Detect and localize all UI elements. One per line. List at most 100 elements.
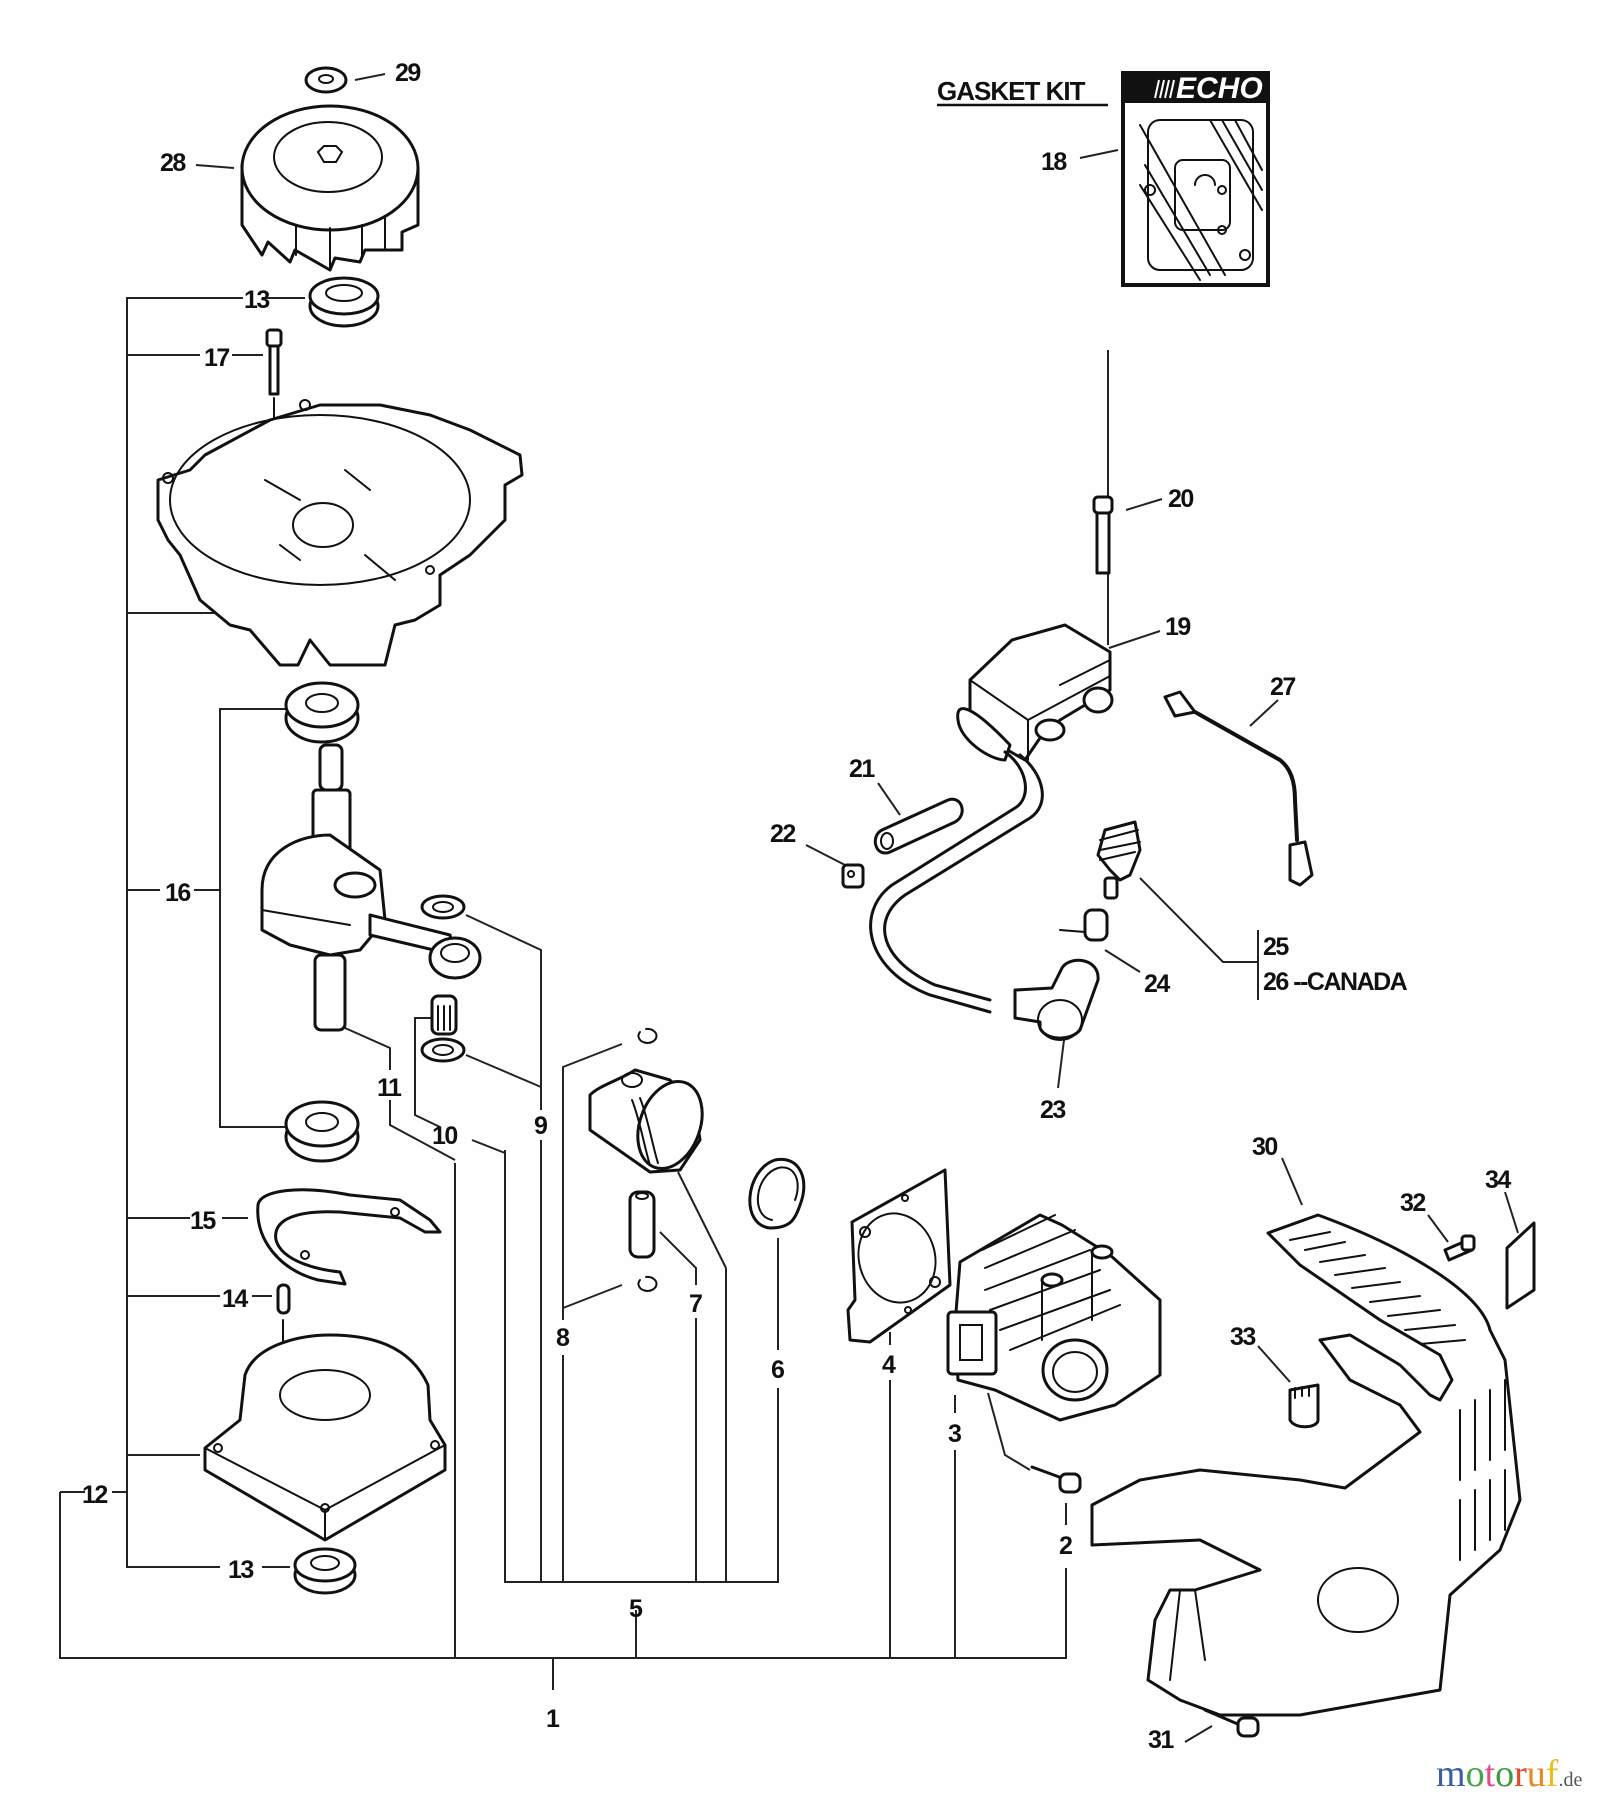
label-7[interactable]: 7 (689, 1290, 704, 1318)
leader-9-bottom (465, 1054, 542, 1088)
label-24[interactable]: 24 (1144, 970, 1172, 998)
label-28[interactable]: 28 (160, 149, 188, 177)
leader-11-bottom (389, 1100, 456, 1161)
crankshaft-11-icon (260, 743, 482, 1032)
leader-22 (805, 844, 846, 866)
watermark-letter: f (1545, 1753, 1559, 1795)
leader-29 (354, 73, 386, 81)
oil-seal-13-top-icon (308, 276, 380, 328)
label-27[interactable]: 27 (1270, 673, 1297, 701)
gasket-15-icon (256, 1188, 442, 1286)
label-2[interactable]: 2 (1059, 1532, 1074, 1560)
label-6[interactable]: 6 (771, 1356, 786, 1384)
watermark-letter: m (1436, 1753, 1466, 1795)
label-12[interactable]: 12 (82, 1481, 109, 1509)
label-23[interactable]: 23 (1040, 1096, 1067, 1124)
label-20[interactable]: 20 (1168, 485, 1195, 513)
gasket-kit-title: GASKET KIT (937, 76, 1086, 106)
bolt-2-icon (1030, 1465, 1082, 1494)
label-34-icon (1505, 1221, 1536, 1310)
label-5[interactable]: 5 (629, 1595, 645, 1623)
plug-cap-23-icon (1013, 958, 1100, 1041)
piston-icon (588, 1068, 704, 1174)
label-15[interactable]: 15 (190, 1207, 218, 1235)
watermark-tld: .de (1558, 1769, 1583, 1791)
tube-21-icon (873, 797, 964, 855)
label-25[interactable]: 25 (1263, 933, 1291, 961)
label-32[interactable]: 32 (1400, 1189, 1427, 1217)
bolt-20-icon (1092, 495, 1114, 575)
label-13-top[interactable]: 13 (244, 286, 271, 314)
motoruf-watermark: motoruf.de (1436, 1752, 1582, 1796)
leader-8-top (562, 1043, 623, 1320)
grommet-33-icon (1288, 1383, 1320, 1429)
label-31[interactable]: 31 (1148, 1726, 1176, 1754)
label-18: 18 (1041, 148, 1067, 176)
label-34[interactable]: 34 (1485, 1166, 1513, 1194)
echo-brand: ECHO (1176, 72, 1263, 105)
leader-20 (1125, 498, 1163, 511)
washer-9-top-icon (420, 894, 466, 920)
label-21[interactable]: 21 (849, 755, 877, 783)
leader-25 (1139, 877, 1258, 963)
label-14[interactable]: 14 (222, 1285, 250, 1313)
leader-23 (1057, 1039, 1065, 1089)
leader-8-bottom (562, 1284, 623, 1309)
label-26-canada[interactable]: 26 --CANADA (1263, 968, 1409, 996)
callout-labels: 1 2 3 4 5 6 7 8 9 10 11 12 13 13 14 15 1… (82, 59, 1513, 1754)
label-11[interactable]: 11 (377, 1074, 404, 1102)
washer-29-icon (304, 66, 348, 94)
leader-33 (1257, 1345, 1291, 1383)
leader-28 (195, 164, 235, 169)
leader-7-top (659, 1231, 697, 1285)
bracket-12 (126, 297, 243, 1568)
leader-24 (1104, 949, 1141, 973)
leader-30 (1281, 1157, 1303, 1206)
gasket-kit[interactable]: GASKET KIT ECHO 18 (937, 71, 1270, 287)
clip-8-bottom-icon (637, 1275, 658, 1292)
nut-22-icon (841, 863, 865, 889)
clip-8-top-icon (637, 1027, 658, 1044)
echo-logo-icon: ECHO (1154, 72, 1263, 105)
label-19[interactable]: 19 (1165, 613, 1192, 641)
needle-bearing-10-icon (430, 994, 458, 1036)
label-4[interactable]: 4 (882, 1351, 898, 1379)
label-17[interactable]: 17 (204, 344, 231, 372)
bearing-16-top-icon (284, 681, 360, 744)
leader-34 (1504, 1191, 1519, 1234)
watermark-letter: r (1514, 1753, 1527, 1795)
watermark-letter: u (1526, 1753, 1546, 1795)
piston-ring-6-icon (748, 1157, 806, 1230)
terminal-24-icon (1059, 908, 1109, 942)
bearing-16-bottom-icon (284, 1100, 360, 1163)
leader-31 (1184, 1725, 1213, 1743)
label-13-bottom[interactable]: 13 (228, 1556, 255, 1584)
leader-27 (1249, 699, 1279, 727)
flywheel-28-icon (240, 104, 420, 272)
leader-18 (1079, 149, 1119, 159)
label-33-visible[interactable]: 33 (1230, 1323, 1257, 1351)
gasket-kit-header (1123, 73, 1268, 103)
leader-10-top (414, 1017, 441, 1128)
leader-10-bottom (471, 1139, 506, 1154)
spark-plug-25-icon (1096, 820, 1142, 900)
leader-11-top (344, 1027, 391, 1070)
label-8[interactable]: 8 (556, 1324, 572, 1352)
screw-32-icon (1443, 1234, 1476, 1262)
label-22[interactable]: 22 (770, 820, 797, 848)
cylinder-3-icon (946, 1213, 1162, 1422)
label-1[interactable]: 1 (546, 1705, 562, 1733)
label-30[interactable]: 30 (1252, 1133, 1279, 1161)
label-29[interactable]: 29 (395, 59, 422, 87)
engine-cover-30-icon (1090, 1213, 1522, 1717)
label-16[interactable]: 16 (165, 879, 192, 907)
cylinder-gasket-4-icon (846, 1168, 952, 1344)
label-9[interactable]: 9 (534, 1112, 549, 1140)
wire-27-icon (1163, 690, 1314, 887)
label-3[interactable]: 3 (948, 1420, 963, 1448)
leader-19 (1108, 630, 1161, 649)
piston-pin-7-icon (628, 1190, 656, 1259)
label-10[interactable]: 10 (432, 1122, 459, 1150)
leader-21 (877, 782, 901, 816)
